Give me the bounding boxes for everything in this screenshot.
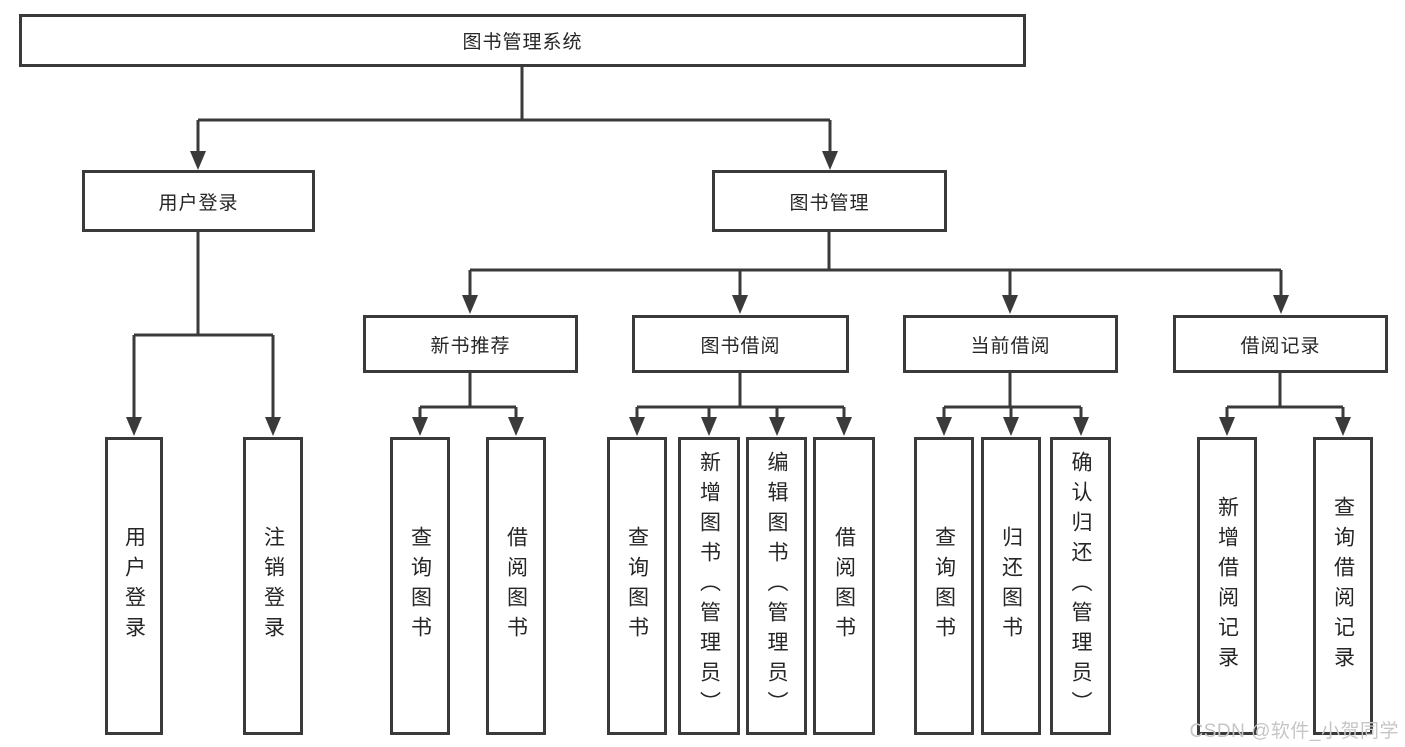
arrow-icon — [1219, 417, 1235, 436]
node-new-book-recommendation: 新书推荐 — [363, 315, 578, 373]
connector-book-management — [468, 232, 1283, 300]
node-borrowing-records: 借阅记录 — [1173, 315, 1388, 373]
arrow-icon — [769, 417, 785, 436]
connector-book-borrowing — [635, 373, 846, 422]
leaf-query-books-recommend: 查询图书 — [390, 437, 450, 735]
node-label: 查询图书 — [625, 526, 649, 646]
leaf-return-books: 归还图书 — [981, 437, 1041, 735]
node-current-borrowing: 当前借阅 — [903, 315, 1118, 373]
node-label: 借阅图书 — [832, 526, 856, 646]
node-book-borrowing: 图书借阅 — [632, 315, 849, 373]
connector-new-book — [418, 373, 518, 422]
arrow-icon — [508, 417, 524, 436]
arrow-icon — [1273, 295, 1289, 314]
arrow-icon — [1073, 417, 1089, 436]
node-label: 图书管理 — [789, 192, 870, 214]
node-label: 归还图书 — [999, 526, 1023, 646]
arrow-icon — [412, 417, 428, 436]
arrow-icon — [1003, 417, 1019, 436]
arrow-icon — [836, 417, 852, 436]
arrow-icon — [1335, 417, 1351, 436]
node-label: 当前借阅 — [970, 335, 1051, 357]
node-label: 查询图书 — [932, 526, 956, 646]
node-label: 用户登录 — [122, 526, 146, 646]
node-label: 借阅记录 — [1240, 335, 1321, 357]
node-label: 确认归还（管理员） — [1069, 451, 1092, 721]
arrow-icon — [265, 417, 281, 436]
leaf-borrow-books-recommend: 借阅图书 — [486, 437, 546, 735]
arrow-icon — [629, 417, 645, 436]
arrow-icon — [936, 417, 952, 436]
arrow-icon — [462, 295, 478, 314]
connector-root — [196, 67, 832, 156]
leaf-logout: 注销登录 — [243, 437, 303, 735]
arrow-icon — [126, 417, 142, 436]
node-label: 用户登录 — [158, 192, 239, 214]
leaf-query-borrow-record: 查询借阅记录 — [1313, 437, 1373, 735]
arrow-icon — [732, 295, 748, 314]
node-label: 图书借阅 — [700, 335, 781, 357]
leaf-add-borrow-record: 新增借阅记录 — [1197, 437, 1257, 735]
arrow-icon — [190, 151, 206, 170]
node-library-system: 图书管理系统 — [19, 14, 1026, 67]
arrow-icon — [701, 417, 717, 436]
node-user-login: 用户登录 — [82, 170, 315, 232]
node-label: 编辑图书（管理员） — [765, 451, 788, 721]
node-label: 图书管理系统 — [462, 32, 583, 53]
leaf-query-books-borrowing: 查询图书 — [607, 437, 667, 735]
connector-user-login — [132, 232, 275, 422]
node-label: 查询图书 — [408, 526, 432, 646]
leaf-edit-book-admin: 编辑图书（管理员） — [746, 437, 807, 735]
leaf-confirm-return-admin: 确认归还（管理员） — [1050, 437, 1111, 735]
connector-current-borrowing — [942, 373, 1083, 422]
node-label: 注销登录 — [261, 526, 285, 646]
arrow-icon — [822, 151, 838, 170]
connector-borrowing-records — [1225, 373, 1345, 422]
leaf-user-login: 用户登录 — [105, 437, 163, 735]
watermark: CSDN @软件_小贺同学 — [1189, 721, 1399, 742]
node-label: 借阅图书 — [504, 526, 528, 646]
leaf-borrow-books-borrowing: 借阅图书 — [813, 437, 875, 735]
node-label: 新增图书（管理员） — [697, 451, 721, 721]
node-label: 查询借阅记录 — [1331, 496, 1355, 676]
node-book-management: 图书管理 — [712, 170, 947, 232]
leaf-query-books-current: 查询图书 — [914, 437, 974, 735]
node-label: 新书推荐 — [430, 335, 511, 357]
leaf-add-book-admin: 新增图书（管理员） — [678, 437, 740, 735]
node-label: 新增借阅记录 — [1215, 496, 1239, 676]
arrow-icon — [1002, 295, 1018, 314]
arrowheads — [126, 151, 1351, 436]
